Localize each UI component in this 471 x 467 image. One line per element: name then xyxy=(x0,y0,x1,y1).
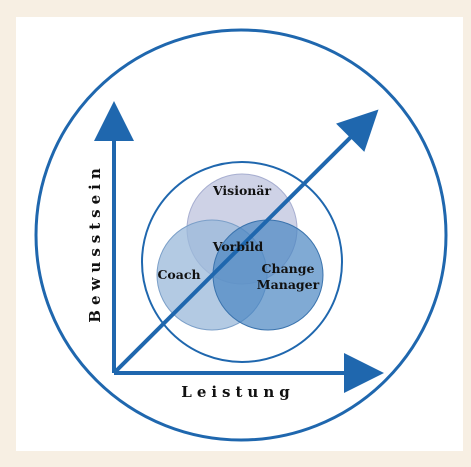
x-axis-label: Leistung xyxy=(181,383,294,401)
inner-circle xyxy=(141,161,343,363)
leadership-roles-diagram: Leistung Bewusstsein Visionär Vorbild Co… xyxy=(34,28,448,442)
y-axis-label: Bewusstsein xyxy=(86,163,104,322)
role-label-change: Change xyxy=(262,261,315,276)
role-label-coach: Coach xyxy=(157,267,200,282)
role-label-vorbild: Vorbild xyxy=(212,239,264,254)
role-label-manager: Manager xyxy=(257,277,320,292)
diagram-panel: Leistung Bewusstsein Visionär Vorbild Co… xyxy=(16,17,463,451)
role-label-visionaer: Visionär xyxy=(212,183,272,198)
diagonal-arrow xyxy=(112,109,379,375)
outer-circle xyxy=(34,28,448,442)
